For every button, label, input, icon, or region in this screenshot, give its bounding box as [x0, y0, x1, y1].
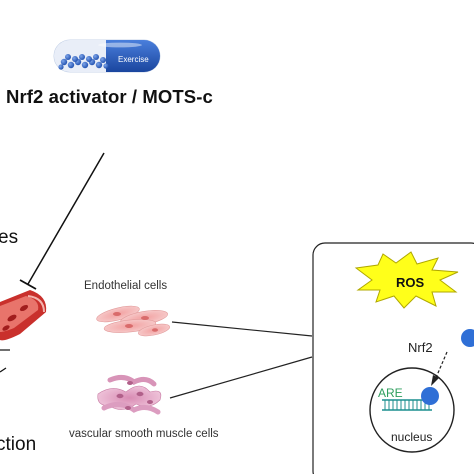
cropped-text-top: es — [0, 227, 19, 248]
cropped-text-bottom: ction — [0, 434, 37, 455]
connector-endothelial — [171, 321, 313, 337]
pill-label: Exercise — [118, 55, 149, 64]
ros-label: ROS — [396, 275, 425, 290]
nrf2-label: Nrf2 — [408, 340, 433, 355]
vsmc-label: vascular smooth muscle cells — [69, 428, 219, 440]
blood-vessel-icon — [0, 290, 47, 373]
inhibitor-label: Nrf2 activator / MOTS-c — [6, 86, 213, 107]
nucleus-label: nucleus — [391, 430, 433, 444]
connector-vsmc — [169, 356, 313, 399]
endothelial-cells-label: Endothelial cells — [84, 280, 168, 292]
nrf2-nuclear-icon — [421, 387, 439, 405]
vascular-smooth-muscle-cells-icon — [97, 374, 162, 415]
nrf2-cytoplasm-icon — [461, 329, 474, 347]
translocation-arrow — [431, 351, 448, 386]
inhibition-arrow — [19, 152, 105, 290]
exercise-pill-icon — [53, 39, 161, 73]
are-label: ARE — [378, 386, 403, 400]
ros-burst-icon — [354, 251, 459, 309]
endothelial-cells-icon — [96, 305, 170, 337]
